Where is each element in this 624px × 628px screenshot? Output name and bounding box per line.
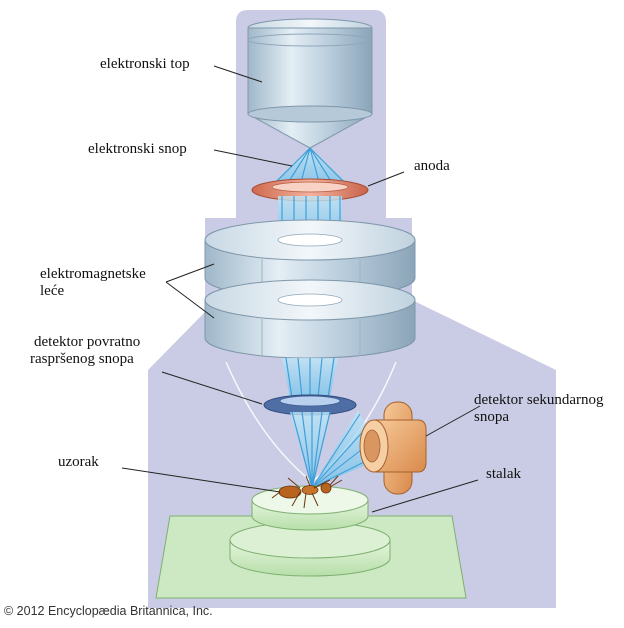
label-secondary-line1: detektor sekundarnog <box>474 392 604 409</box>
label-em-lenses-line2: leće <box>40 283 64 300</box>
copyright-text: © 2012 Encyclopædia Britannica, Inc. <box>4 604 213 618</box>
electron-beam-lower <box>282 358 338 398</box>
label-stage: stalak <box>486 466 521 483</box>
label-anode: anoda <box>414 158 450 175</box>
label-backscatter-line1: detektor povratno <box>34 334 140 351</box>
label-electron-beam: elektronski snop <box>88 141 187 158</box>
label-electron-gun: elektronski top <box>100 56 190 73</box>
label-sample: uzorak <box>58 454 99 471</box>
label-em-lenses-line1: elektromagnetske <box>40 266 146 283</box>
label-backscatter-line2: raspršenog snopa <box>30 351 134 368</box>
label-secondary-line2: snopa <box>474 409 509 426</box>
electromagnetic-lens-lower <box>205 280 415 358</box>
